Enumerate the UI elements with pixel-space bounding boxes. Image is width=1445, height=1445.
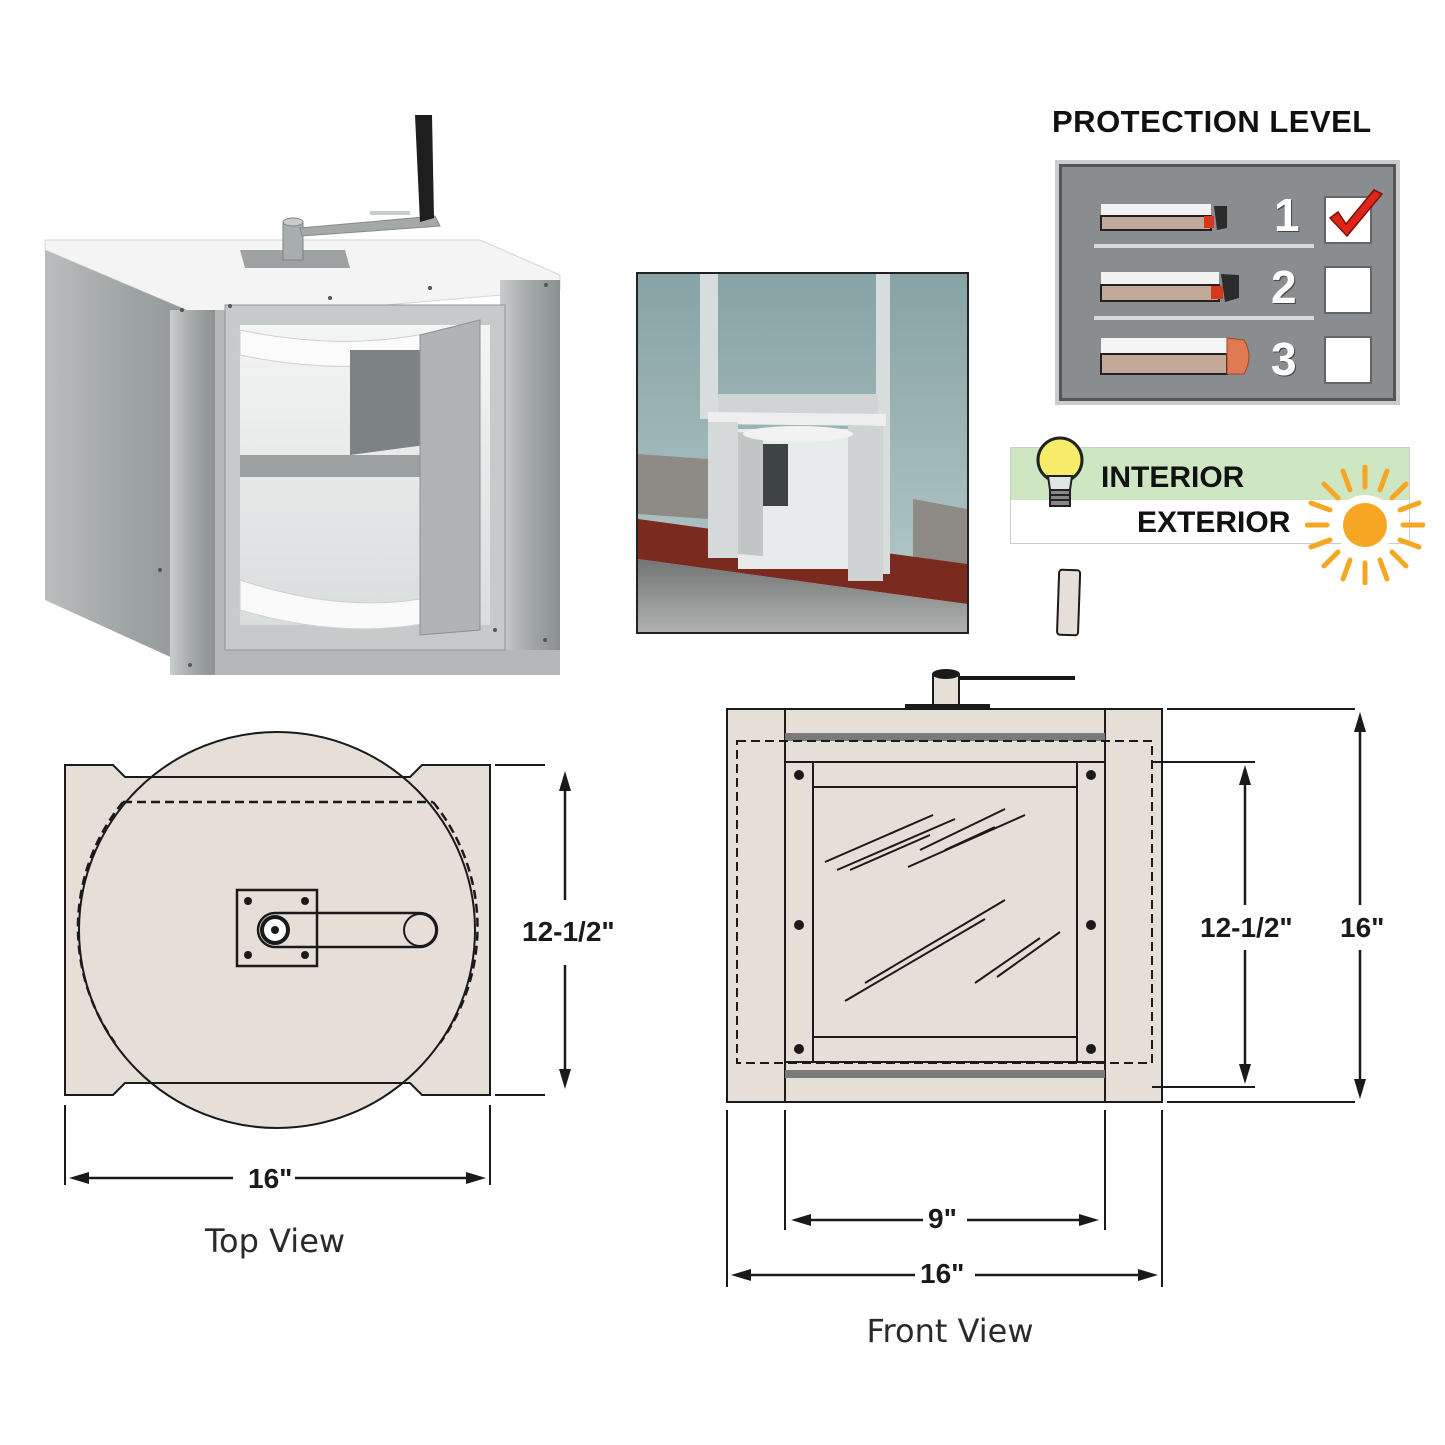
- top-view-drawing: [55, 725, 615, 1185]
- front-view-overall-height-dim: 16": [1340, 912, 1385, 943]
- product-photo: [40, 110, 580, 685]
- protection-level-row-3: 3: [1099, 333, 1389, 394]
- top-view-caption: Top View: [204, 1222, 346, 1260]
- light-bulb-icon: [1036, 436, 1084, 507]
- level-number: 1: [1274, 189, 1300, 241]
- front-view-opening-height-dim: 12-1/2": [1200, 912, 1293, 943]
- front-view-opening-width-dim: 9": [928, 1203, 957, 1234]
- protection-level-title: PROTECTION LEVEL: [1052, 104, 1372, 139]
- divider: [1094, 316, 1314, 320]
- protection-level-panel: 1 2 3: [1055, 160, 1400, 405]
- level-number: 2: [1271, 261, 1297, 313]
- installed-photo: [636, 272, 969, 634]
- protection-level-row-1: 1: [1099, 189, 1389, 254]
- level-2-checkbox[interactable]: [1324, 266, 1372, 314]
- exterior-label: EXTERIOR: [1137, 506, 1291, 539]
- divider: [1094, 244, 1314, 248]
- interior-label: INTERIOR: [1101, 461, 1245, 494]
- bullet-large-icon: [1100, 337, 1250, 375]
- sun-icon: [1305, 465, 1425, 585]
- level-3-checkbox[interactable]: [1324, 336, 1372, 384]
- level-number: 3: [1271, 333, 1297, 385]
- top-view-width-dim: 16": [248, 1163, 293, 1194]
- front-view-caption: Front View: [866, 1312, 1034, 1350]
- protection-level-row-2: 2: [1099, 261, 1389, 324]
- front-view-overall-width-dim: 16": [920, 1258, 965, 1289]
- bullet-medium-icon: [1100, 272, 1239, 302]
- front-view-drawing: [715, 565, 1415, 1295]
- top-view-depth-dim: 12-1/2": [522, 916, 615, 947]
- bullet-small-icon: [1100, 204, 1227, 231]
- level-1-checkbox[interactable]: [1324, 189, 1384, 244]
- checkmark-icon: [1328, 189, 1384, 238]
